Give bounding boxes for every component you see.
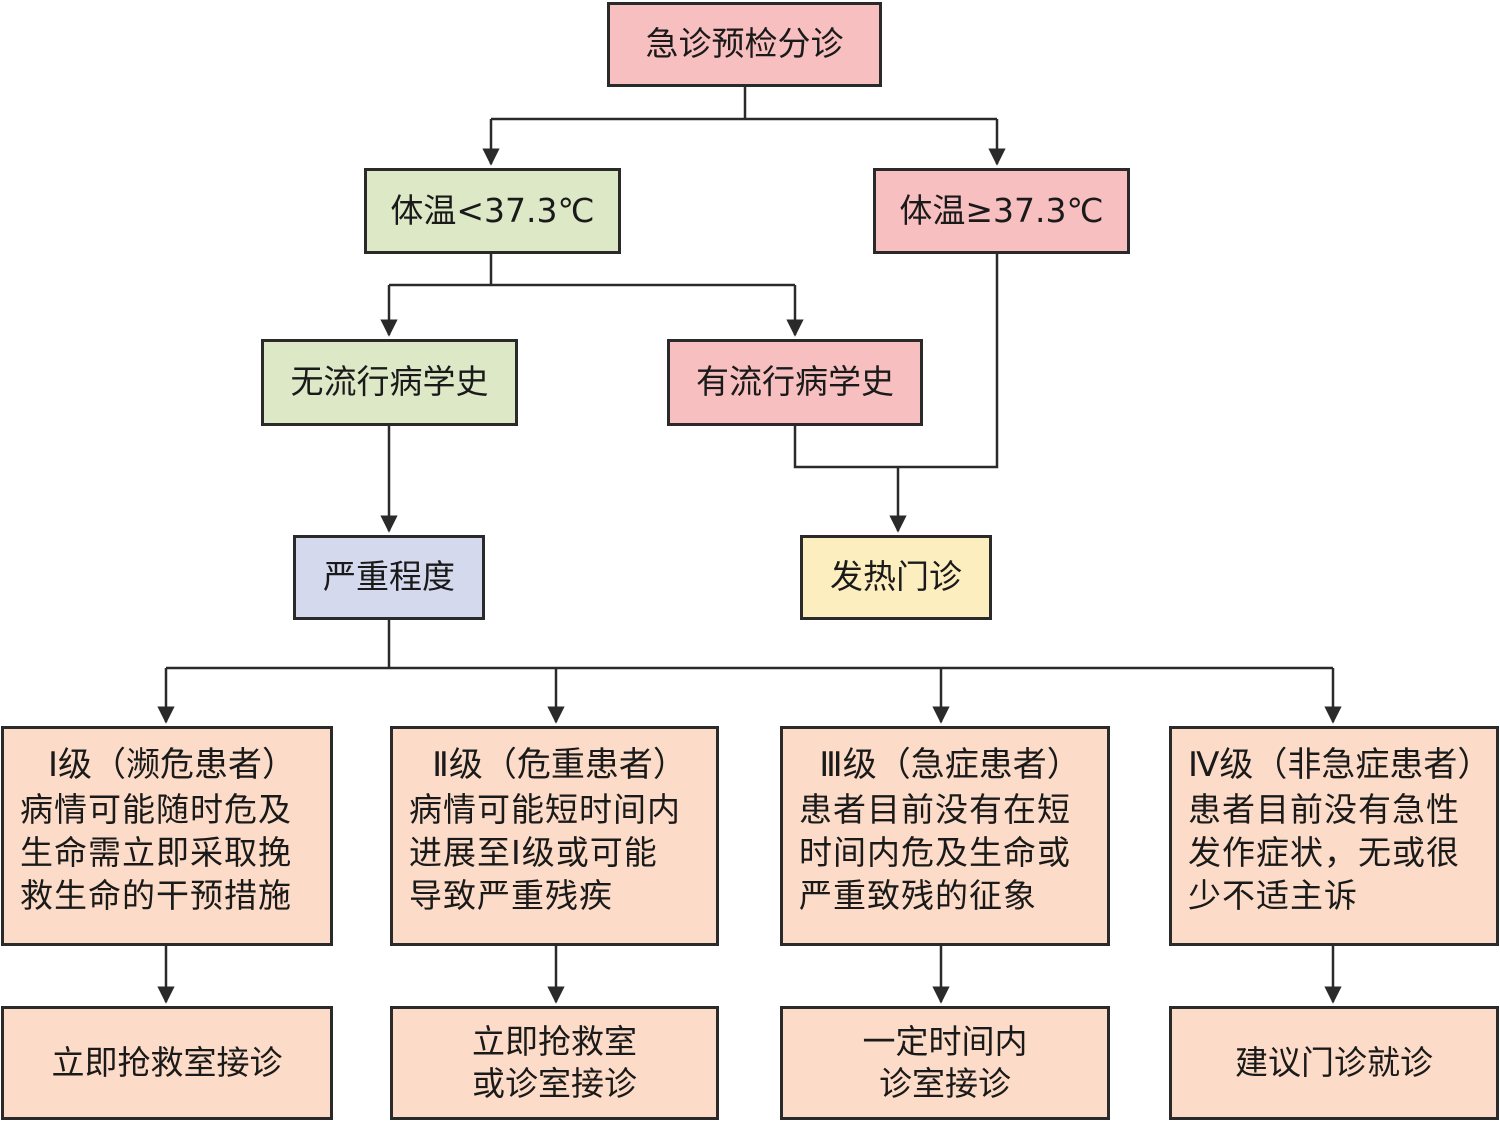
node-severity-label: 严重程度 <box>323 557 455 597</box>
outcome-1-line: 立即抢救室接诊 <box>51 1042 283 1082</box>
node-has-epidemiological-history-label: 有流行病学史 <box>696 362 894 402</box>
node-level-2: Ⅱ级（危重患者） 病情可能短时间内 进展至Ⅰ级或可能 导致严重残疾 <box>390 726 719 946</box>
node-emergency-triage: 急诊预检分诊 <box>607 2 882 87</box>
level-3-desc-line: 时间内危及生命或 <box>799 833 1071 873</box>
edge-severity-split <box>166 619 1333 670</box>
node-temp-below-37-3: 体温<37.3℃ <box>364 168 621 254</box>
node-fever-clinic: 发热门诊 <box>800 535 992 620</box>
node-no-epidemiological-history-label: 无流行病学史 <box>290 362 489 402</box>
node-level-4: Ⅳ级（非急症患者） 患者目前没有急性 发作症状，无或很 少不适主诉 <box>1169 726 1499 946</box>
level-1-description: 病情可能随时危及 生命需立即采取挽 救生命的干预措施 <box>20 789 324 918</box>
level-4-desc-line: 患者目前没有急性 <box>1188 790 1460 830</box>
node-no-epidemiological-history: 无流行病学史 <box>261 339 518 426</box>
level-4-description: 患者目前没有急性 发作症状，无或很 少不适主诉 <box>1188 789 1490 918</box>
level-2-desc-line: 病情可能短时间内 <box>409 790 681 830</box>
node-outcome-level-3: 一定时间内 诊室接诊 <box>780 1006 1110 1120</box>
node-temp-at-or-above-37-3-label: 体温≥37.3℃ <box>899 190 1104 230</box>
level-3-desc-line: 严重致残的征象 <box>799 875 1037 915</box>
edge-temp-low-split <box>389 253 795 287</box>
node-outcome-level-4: 建议门诊就诊 <box>1169 1006 1499 1120</box>
edge-start-split <box>491 86 997 121</box>
node-severity: 严重程度 <box>293 535 485 620</box>
level-4-desc-line: 少不适主诉 <box>1188 875 1358 915</box>
level-4-title: Ⅳ级（非急症患者） <box>1188 745 1492 785</box>
level-2-desc-line: 进展至Ⅰ级或可能 <box>409 833 658 873</box>
outcome-3-line: 一定时间内 <box>862 1021 1028 1061</box>
node-emergency-triage-label: 急诊预检分诊 <box>645 24 844 64</box>
level-1-desc-line: 救生命的干预措施 <box>20 875 292 915</box>
level-2-description: 病情可能短时间内 进展至Ⅰ级或可能 导致严重残疾 <box>409 789 710 918</box>
outcome-2-line: 或诊室接诊 <box>472 1064 637 1103</box>
node-fever-clinic-label: 发热门诊 <box>830 557 962 597</box>
level-3-description: 患者目前没有在短 时间内危及生命或 严重致残的征象 <box>799 789 1101 918</box>
level-3-title: Ⅲ级（急症患者） <box>819 745 1081 785</box>
outcome-2-line: 立即抢救室 <box>472 1021 637 1061</box>
level-4-desc-line: 发作症状，无或很 <box>1188 833 1460 873</box>
level-2-title: Ⅱ级（危重患者） <box>432 745 687 785</box>
edge-to-fever-clinic-merge <box>793 253 999 469</box>
level-1-title: Ⅰ级（濒危患者） <box>47 745 297 785</box>
node-level-3: Ⅲ级（急症患者） 患者目前没有在短 时间内危及生命或 严重致残的征象 <box>780 726 1110 946</box>
node-level-1: Ⅰ级（濒危患者） 病情可能随时危及 生命需立即采取挽 救生命的干预措施 <box>1 726 333 946</box>
level-2-desc-line: 导致严重残疾 <box>409 875 613 915</box>
node-outcome-level-1: 立即抢救室接诊 <box>1 1006 333 1120</box>
level-1-desc-line: 病情可能随时危及 <box>20 790 292 830</box>
node-outcome-level-2: 立即抢救室 或诊室接诊 <box>390 1006 719 1120</box>
node-temp-at-or-above-37-3: 体温≥37.3℃ <box>873 168 1130 254</box>
level-1-desc-line: 生命需立即采取挽 <box>20 833 292 873</box>
level-3-desc-line: 患者目前没有在短 <box>799 790 1071 830</box>
node-temp-below-37-3-label: 体温<37.3℃ <box>390 190 595 230</box>
node-has-epidemiological-history: 有流行病学史 <box>667 339 923 426</box>
outcome-4-line: 建议门诊就诊 <box>1235 1042 1433 1082</box>
outcome-3-line: 诊室接诊 <box>879 1064 1011 1103</box>
